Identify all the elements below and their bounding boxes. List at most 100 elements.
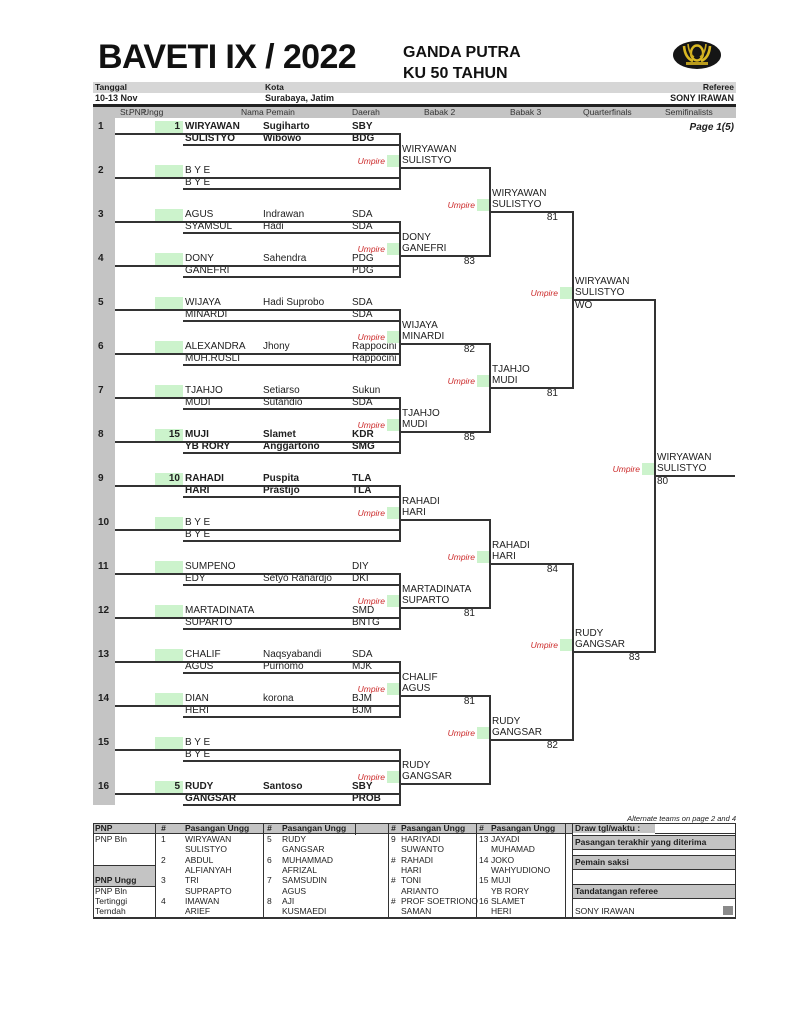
pnp-row-label: PNP Bln bbox=[95, 834, 127, 844]
bracket-line bbox=[183, 320, 400, 322]
winner-player-1: TJAHJO bbox=[402, 408, 440, 419]
seed-box[interactable] bbox=[155, 385, 183, 397]
bracket-line bbox=[572, 211, 574, 389]
seed-number: 16 bbox=[479, 895, 489, 906]
bracket-line bbox=[183, 188, 400, 190]
player-surname: korona bbox=[263, 693, 294, 704]
bracket-line bbox=[183, 144, 400, 146]
winner-player-1: WIRYAWAN bbox=[492, 188, 547, 199]
match-score: 82 bbox=[463, 344, 475, 355]
player-region: BJM bbox=[352, 705, 372, 716]
seed-box[interactable]: 5 bbox=[155, 781, 183, 793]
seed-box[interactable] bbox=[155, 209, 183, 221]
seed-box[interactable] bbox=[155, 737, 183, 749]
match-score: 85 bbox=[463, 432, 475, 443]
player-name: AGUS bbox=[185, 661, 214, 672]
col-header-name: Nama Pemain bbox=[241, 107, 295, 117]
col-header-pnp: PNP bbox=[129, 107, 147, 117]
bracket-line bbox=[115, 353, 400, 355]
umpire-box[interactable] bbox=[477, 727, 489, 739]
match-score: 83 bbox=[463, 256, 475, 267]
umpire-box[interactable] bbox=[387, 771, 399, 783]
umpire-box[interactable] bbox=[387, 331, 399, 343]
bracket-line bbox=[355, 823, 356, 835]
seeded-player: HARIYADI bbox=[401, 834, 441, 844]
player-region: KDR bbox=[352, 429, 374, 440]
bracket-line bbox=[400, 431, 490, 433]
umpire-box[interactable] bbox=[477, 199, 489, 211]
bracket-line bbox=[388, 823, 389, 919]
bracket-line bbox=[115, 177, 400, 179]
draw-position-number: 11 bbox=[98, 561, 109, 572]
seed-box[interactable] bbox=[155, 165, 183, 177]
bracket-line bbox=[115, 573, 400, 575]
signature-box[interactable] bbox=[723, 906, 733, 915]
player-region: Rappocini bbox=[352, 353, 397, 364]
seed-number: 5 bbox=[174, 781, 180, 792]
umpire-box[interactable] bbox=[387, 155, 399, 167]
seeded-player: YB RORY bbox=[491, 885, 530, 896]
player-name: YB RORY bbox=[185, 441, 231, 452]
event-age-group: KU 50 TAHUN bbox=[403, 65, 508, 82]
bracket-line bbox=[572, 563, 574, 741]
bracket-line bbox=[183, 760, 400, 762]
player-region: SBY bbox=[352, 781, 373, 792]
draw-position-number: 3 bbox=[98, 209, 104, 220]
seed-box[interactable]: 10 bbox=[155, 473, 183, 485]
seed-box[interactable] bbox=[155, 297, 183, 309]
player-surname: Santoso bbox=[263, 781, 303, 792]
umpire-box[interactable] bbox=[387, 419, 399, 431]
bracket-line bbox=[573, 299, 655, 301]
bracket-line bbox=[490, 563, 573, 565]
winner-player-2: SUPARTO bbox=[402, 595, 450, 606]
umpire-box[interactable] bbox=[387, 595, 399, 607]
table-header-band bbox=[93, 823, 572, 833]
seed-box[interactable] bbox=[155, 341, 183, 353]
umpire-box[interactable] bbox=[387, 683, 399, 695]
seeded-pair-header: Pasangan Ungg bbox=[185, 823, 250, 833]
player-name: B Y E bbox=[185, 177, 211, 188]
umpire-box[interactable] bbox=[642, 463, 654, 475]
page-indicator: Page 1(5) bbox=[689, 122, 734, 133]
player-surname: Setiarso bbox=[263, 385, 300, 396]
player-name: SUMPENO bbox=[185, 561, 236, 572]
col-header-ungg: Ungg bbox=[143, 107, 164, 117]
seed-box[interactable] bbox=[155, 253, 183, 265]
winner-player-2: MINARDI bbox=[402, 331, 445, 342]
seed-box[interactable] bbox=[155, 649, 183, 661]
seed-number-header: # bbox=[267, 823, 272, 833]
bracket-line bbox=[572, 855, 735, 856]
player-surname: Purnomo bbox=[263, 661, 304, 672]
bracket-line bbox=[115, 309, 400, 311]
umpire-box[interactable] bbox=[477, 551, 489, 563]
seed-box[interactable]: 15 bbox=[155, 429, 183, 441]
date-label: Tanggal bbox=[95, 82, 127, 92]
umpire-label: Umpire bbox=[357, 772, 385, 782]
umpire-box[interactable] bbox=[387, 243, 399, 255]
player-region: SDA bbox=[352, 209, 373, 220]
seed-number: # bbox=[391, 895, 396, 906]
seed-box[interactable] bbox=[155, 561, 183, 573]
seed-box[interactable] bbox=[155, 605, 183, 617]
bracket-line bbox=[399, 133, 401, 190]
seeded-player: AJI bbox=[282, 895, 295, 906]
form-label-band bbox=[572, 855, 735, 869]
seed-box[interactable] bbox=[155, 517, 183, 529]
seed-box[interactable]: 1 bbox=[155, 121, 183, 133]
umpire-box[interactable] bbox=[387, 507, 399, 519]
seed-box[interactable] bbox=[155, 693, 183, 705]
draw-position-number: 14 bbox=[98, 693, 110, 704]
seeded-pair-header: Pasangan Ungg bbox=[401, 823, 466, 833]
bracket-line bbox=[183, 364, 400, 366]
match-score: 84 bbox=[546, 564, 558, 575]
umpire-box[interactable] bbox=[560, 287, 572, 299]
winner-player-2: SULISTYO bbox=[575, 287, 625, 298]
bracket-line bbox=[183, 540, 400, 542]
umpire-box[interactable] bbox=[477, 375, 489, 387]
bracket-line bbox=[183, 628, 400, 630]
col-header-babak3: Babak 3 bbox=[510, 107, 542, 117]
seed-number-header: # bbox=[479, 823, 484, 833]
player-surname: Sahendra bbox=[263, 253, 307, 264]
player-name: AGUS bbox=[185, 209, 214, 220]
umpire-box[interactable] bbox=[560, 639, 572, 651]
